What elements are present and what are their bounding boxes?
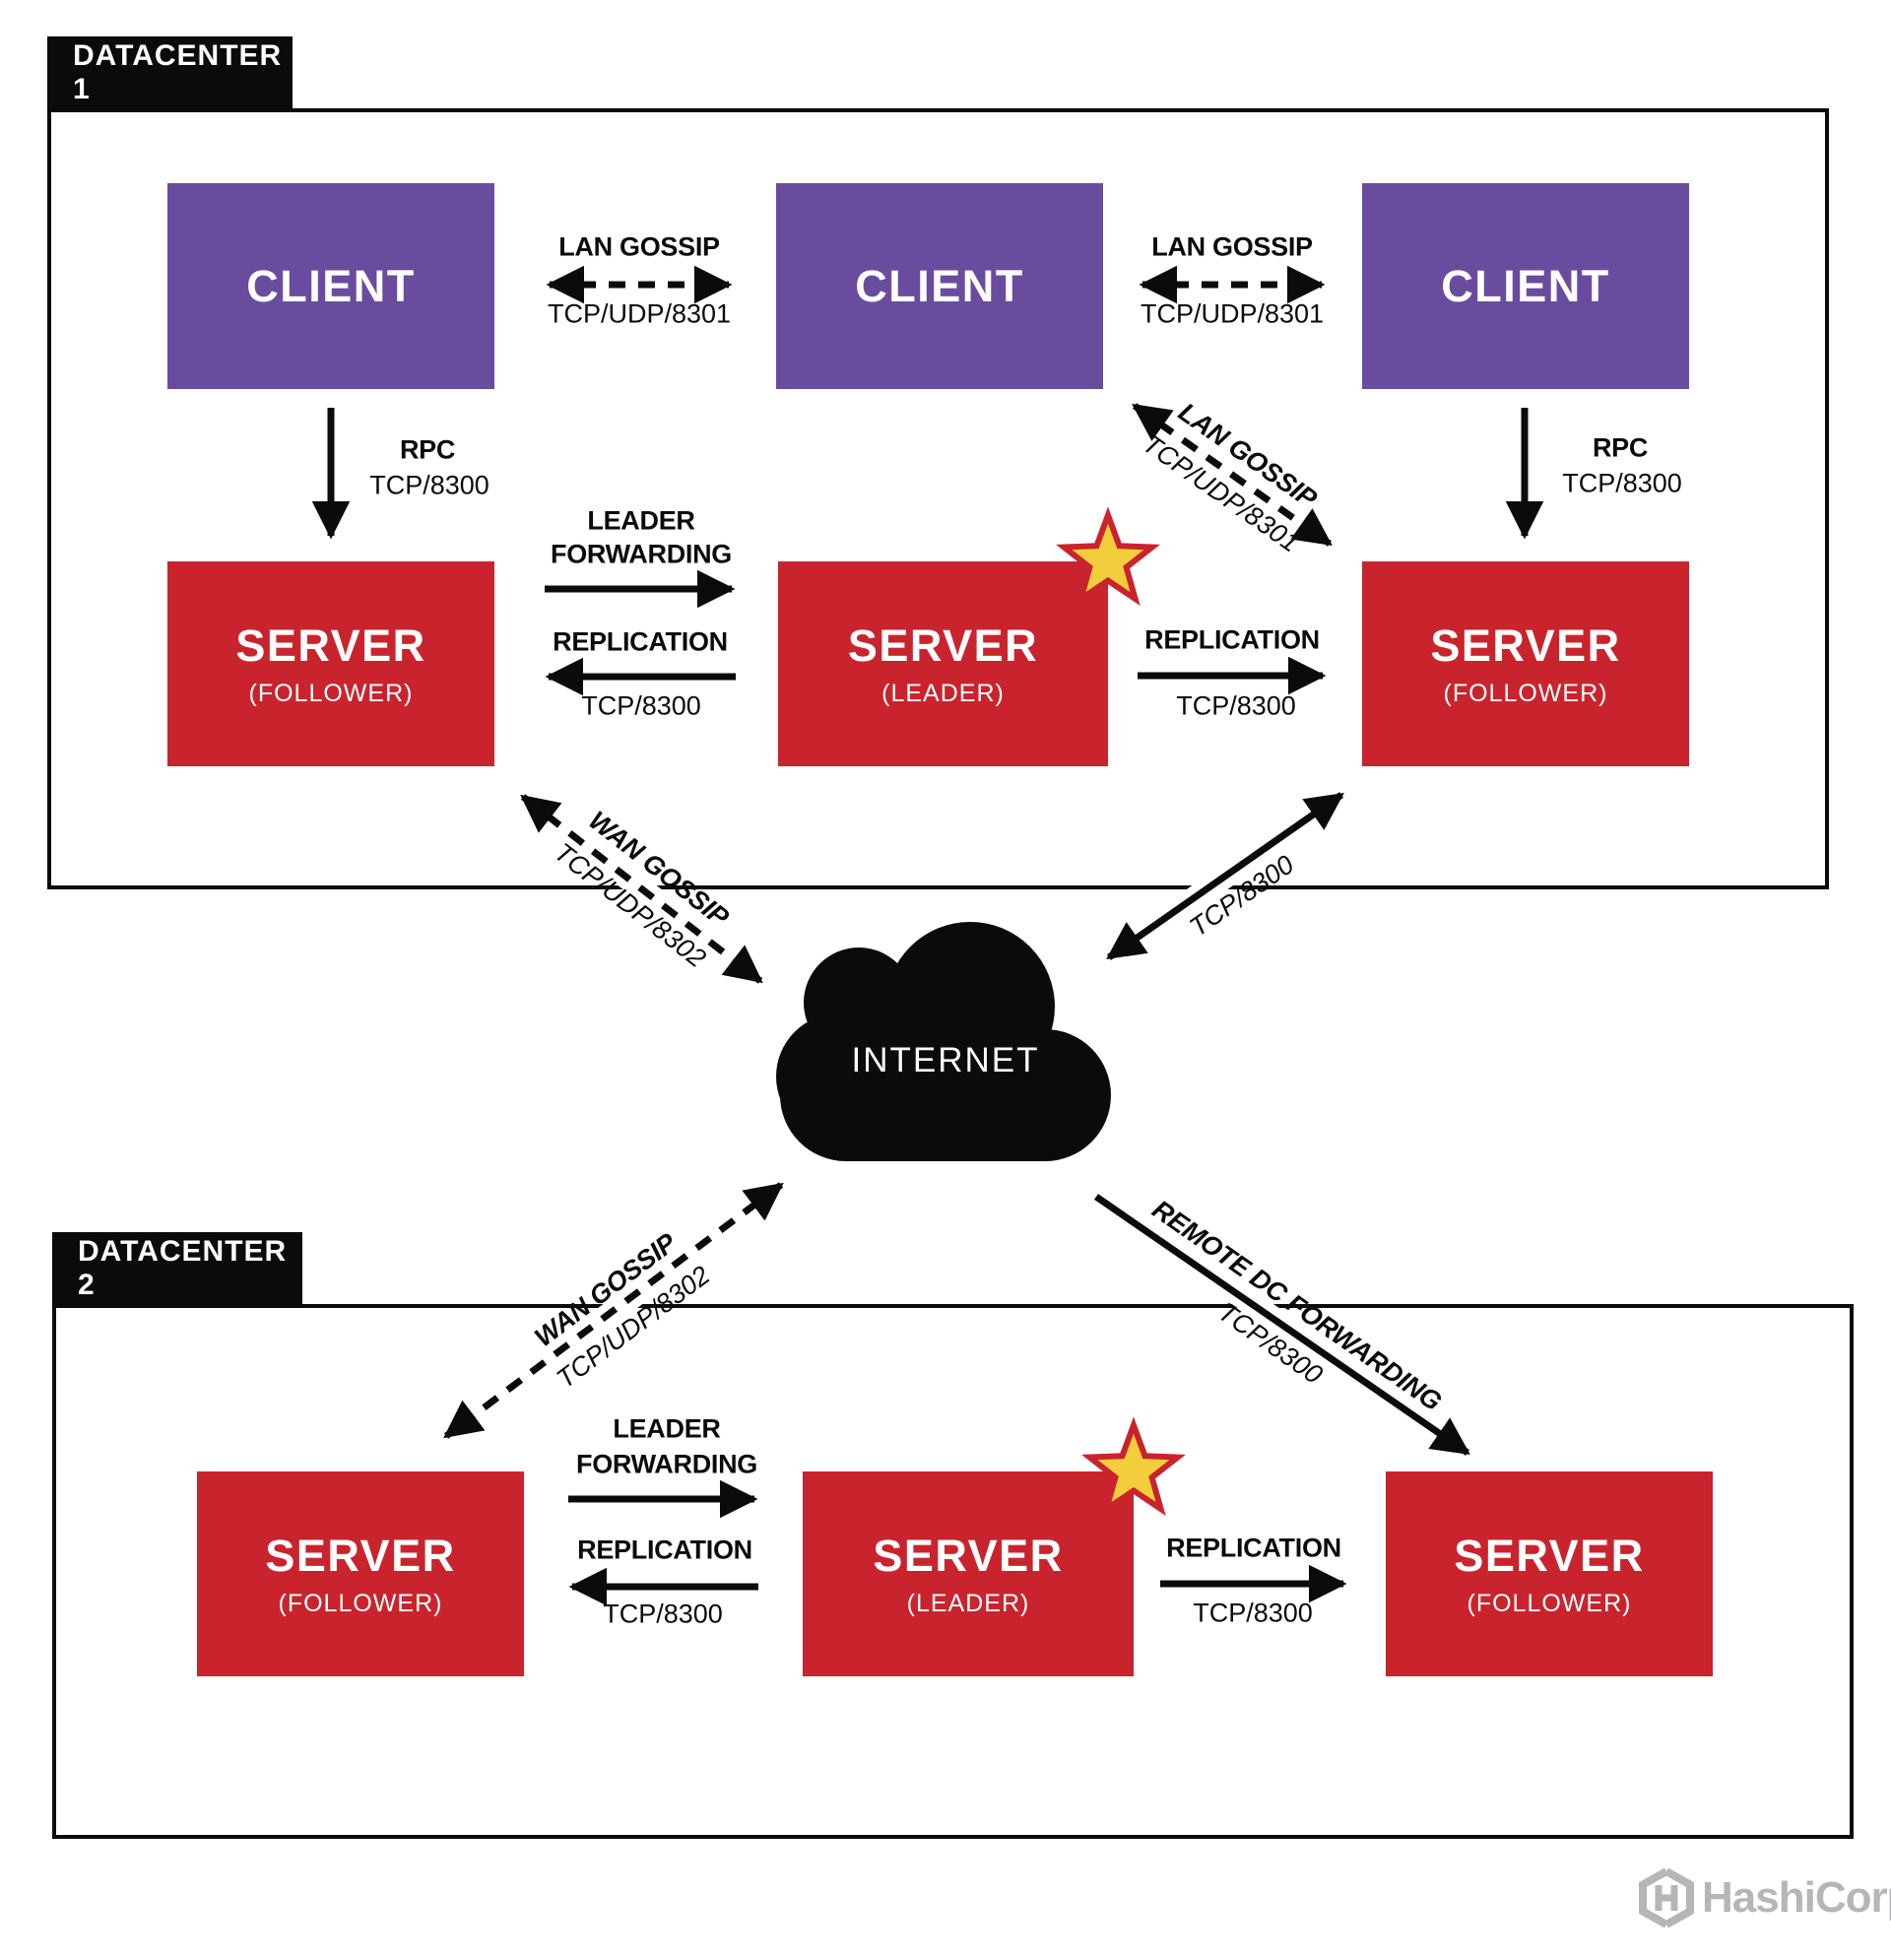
wan-gossip-dc2-arrow [443,1182,784,1439]
lan-gossip-right-title: LAN GOSSIP [1151,231,1313,262]
dc2-server-2-role: (LEADER) [906,1589,1030,1617]
datacenter2-label: DATACENTER 2 [78,1234,288,1301]
dc1-client-2-label: CLIENT [855,260,1024,311]
dc1-client-1-label: CLIENT [246,260,416,311]
dc1-replication-left-port: TCP/8300 [581,690,701,721]
dc2-replication-left-port: TCP/8300 [603,1599,723,1629]
dc1-replication-left-title: REPLICATION [553,626,728,657]
lan-gossip-diagonal-arrow [1132,403,1333,547]
dc2-server-1-role: (FOLLOWER) [278,1589,443,1617]
rpc-right-port: TCP/8300 [1562,468,1682,498]
dc1-leader-star-icon [1056,506,1160,607]
lan-gossip-left-port: TCP/UDP/8301 [547,298,732,329]
dc2-leader-forwarding-line1: LEADER [613,1413,721,1444]
datacenter1-boundary [47,108,1829,889]
remote-dc-forwarding-arrow [1094,1194,1470,1456]
dc1-replication-right-title: REPLICATION [1144,624,1320,655]
internet-cloud-icon [776,922,1111,1161]
dc2-server-1-label: SERVER [265,1530,456,1581]
dc1-server-leader: SERVER (LEADER) [778,561,1108,766]
rpc-left-title: RPC [399,434,456,465]
hashicorp-mark-icon [1639,1867,1694,1928]
wan-gossip-dc1-arrow [520,794,763,984]
dc1-client-3: CLIENT [1362,183,1689,389]
dc1-server-1-label: SERVER [235,620,426,671]
dc1-server-follower-right: SERVER (FOLLOWER) [1362,561,1689,766]
internet-label: INTERNET [851,1041,1040,1079]
dc2-leader-star-icon [1081,1416,1186,1517]
rpc-left-port: TCP/8300 [369,470,489,500]
datacenter1-label: DATACENTER 1 [73,38,283,105]
dc2-replication-right-title: REPLICATION [1166,1533,1341,1563]
lan-gossip-left-title: LAN GOSSIP [558,231,720,262]
lan-gossip-right-port: TCP/UDP/8301 [1140,298,1325,329]
dc1-replication-right-port: TCP/8300 [1176,690,1296,721]
dc2-replication-right-port: TCP/8300 [1193,1598,1313,1628]
dc2-server-follower-left: SERVER (FOLLOWER) [197,1471,524,1676]
hashicorp-logo: HashiCorp [1639,1867,1891,1928]
datacenter1-tab: DATACENTER 1 [47,36,293,108]
hashicorp-logo-text: HashiCorp [1702,1873,1891,1922]
dc2-server-follower-right: SERVER (FOLLOWER) [1386,1471,1713,1676]
dc1-leader-forwarding-line1: LEADER [587,505,695,536]
dc2-replication-left-title: REPLICATION [577,1535,752,1565]
dc2-server-3-role: (FOLLOWER) [1467,1589,1632,1617]
dc1-server-3-label: SERVER [1430,620,1621,671]
dc2-server-3-label: SERVER [1454,1530,1645,1581]
dc1-leader-forwarding-line2: FORWARDING [551,539,732,569]
dc1-server-2-label: SERVER [847,620,1039,671]
dc1-client-3-label: CLIENT [1441,260,1610,311]
datacenter2-boundary [52,1304,1854,1839]
dc2-server-2-label: SERVER [873,1530,1064,1581]
dc2-leader-forwarding-line2: FORWARDING [576,1449,757,1479]
dc1-server-3-role: (FOLLOWER) [1443,679,1608,707]
dc2-server-leader: SERVER (LEADER) [803,1471,1134,1676]
rpc-right-title: RPC [1592,432,1649,463]
dc1-server-1-role: (FOLLOWER) [248,679,414,707]
dc1-client-1: CLIENT [167,183,494,389]
dc1-server-follower-left: SERVER (FOLLOWER) [167,561,494,766]
internet-tcp-arrow [1106,792,1344,960]
dc1-client-2: CLIENT [776,183,1103,389]
datacenter2-tab: DATACENTER 2 [52,1232,302,1304]
dc1-server-2-role: (LEADER) [881,679,1005,707]
